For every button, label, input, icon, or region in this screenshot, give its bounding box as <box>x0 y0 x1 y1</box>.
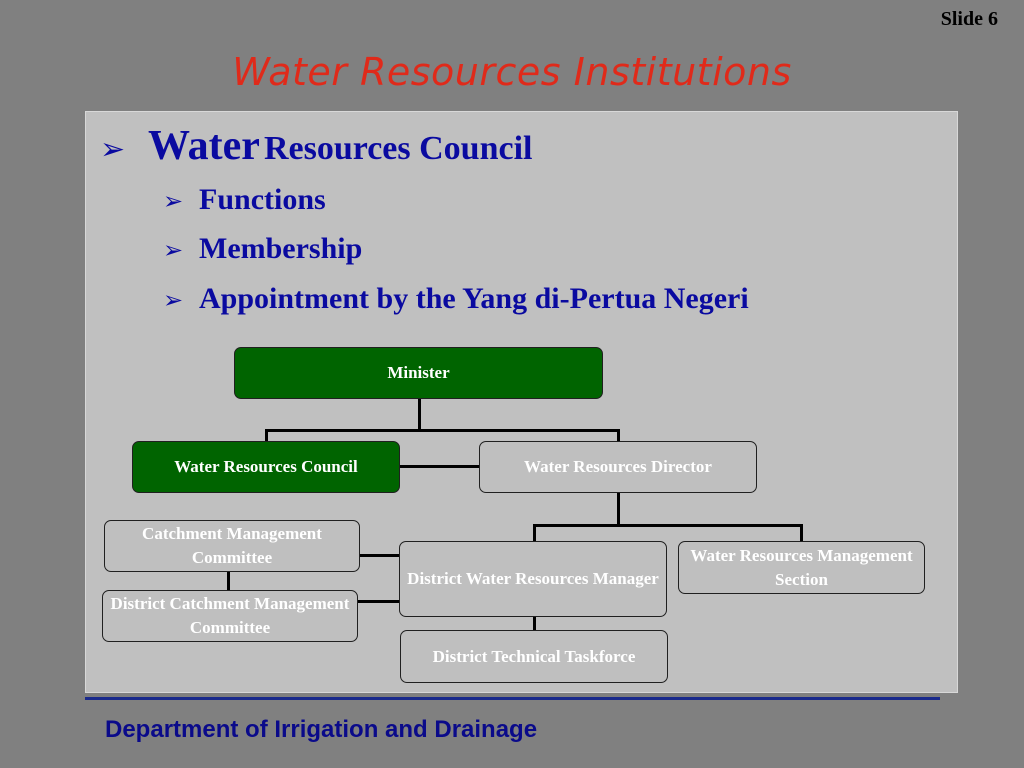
org-box-district-technical-taskforce: District Technical Taskforce <box>400 630 668 683</box>
slide-number: Slide 6 <box>940 8 998 30</box>
arrow-bullet-icon: ➢ <box>163 187 184 215</box>
bullet-sub-label: Appointment by the Yang di-Pertua Negeri <box>199 282 749 315</box>
connector-line <box>617 429 620 443</box>
bullet-sub-label: Functions <box>199 183 326 216</box>
org-box-district-water-resources-manager: District Water Resources Manager <box>399 541 667 617</box>
footer-text: Department of Irrigation and Drainage <box>105 716 538 743</box>
connector-line <box>227 571 230 591</box>
org-box-catchment-management-committee: Catchment Management Committee <box>104 520 360 572</box>
arrow-bullet-icon: ➢ <box>100 132 126 167</box>
bullet-sub: ➢ Functions <box>163 183 326 217</box>
connector-line <box>265 429 620 432</box>
connector-line <box>617 492 620 526</box>
connector-line <box>357 600 401 603</box>
bullet-sub: ➢ Appointment by the Yang di-Pertua Neger… <box>163 282 749 316</box>
connector-line <box>399 465 481 468</box>
connector-line <box>533 524 803 527</box>
bullet-main-rest: Resources Council <box>263 130 533 167</box>
org-box-minister: Minister <box>234 347 603 399</box>
footer-rule <box>85 697 940 700</box>
bullet-main: ➢ Water Resources Council <box>100 122 532 170</box>
org-box-water-resources-director: Water Resources Director <box>479 441 757 493</box>
org-box-district-catchment-management-committee: District Catchment Management Committee <box>102 590 358 642</box>
connector-line <box>533 616 536 632</box>
arrow-bullet-icon: ➢ <box>163 286 184 314</box>
org-box-water-resources-council: Water Resources Council <box>132 441 400 493</box>
connector-line <box>800 524 803 542</box>
arrow-bullet-icon: ➢ <box>163 236 184 264</box>
bullet-sub: ➢ Membership <box>163 232 362 266</box>
slide-title: Water Resources Institutions <box>232 50 792 94</box>
connector-line <box>418 398 421 431</box>
bullet-main-big: Water <box>148 123 260 169</box>
connector-line <box>265 429 268 443</box>
connector-line <box>533 524 536 542</box>
bullet-sub-label: Membership <box>199 232 363 265</box>
org-box-water-resources-management-section: Water Resources Management Section <box>678 541 925 594</box>
connector-line <box>359 554 401 557</box>
